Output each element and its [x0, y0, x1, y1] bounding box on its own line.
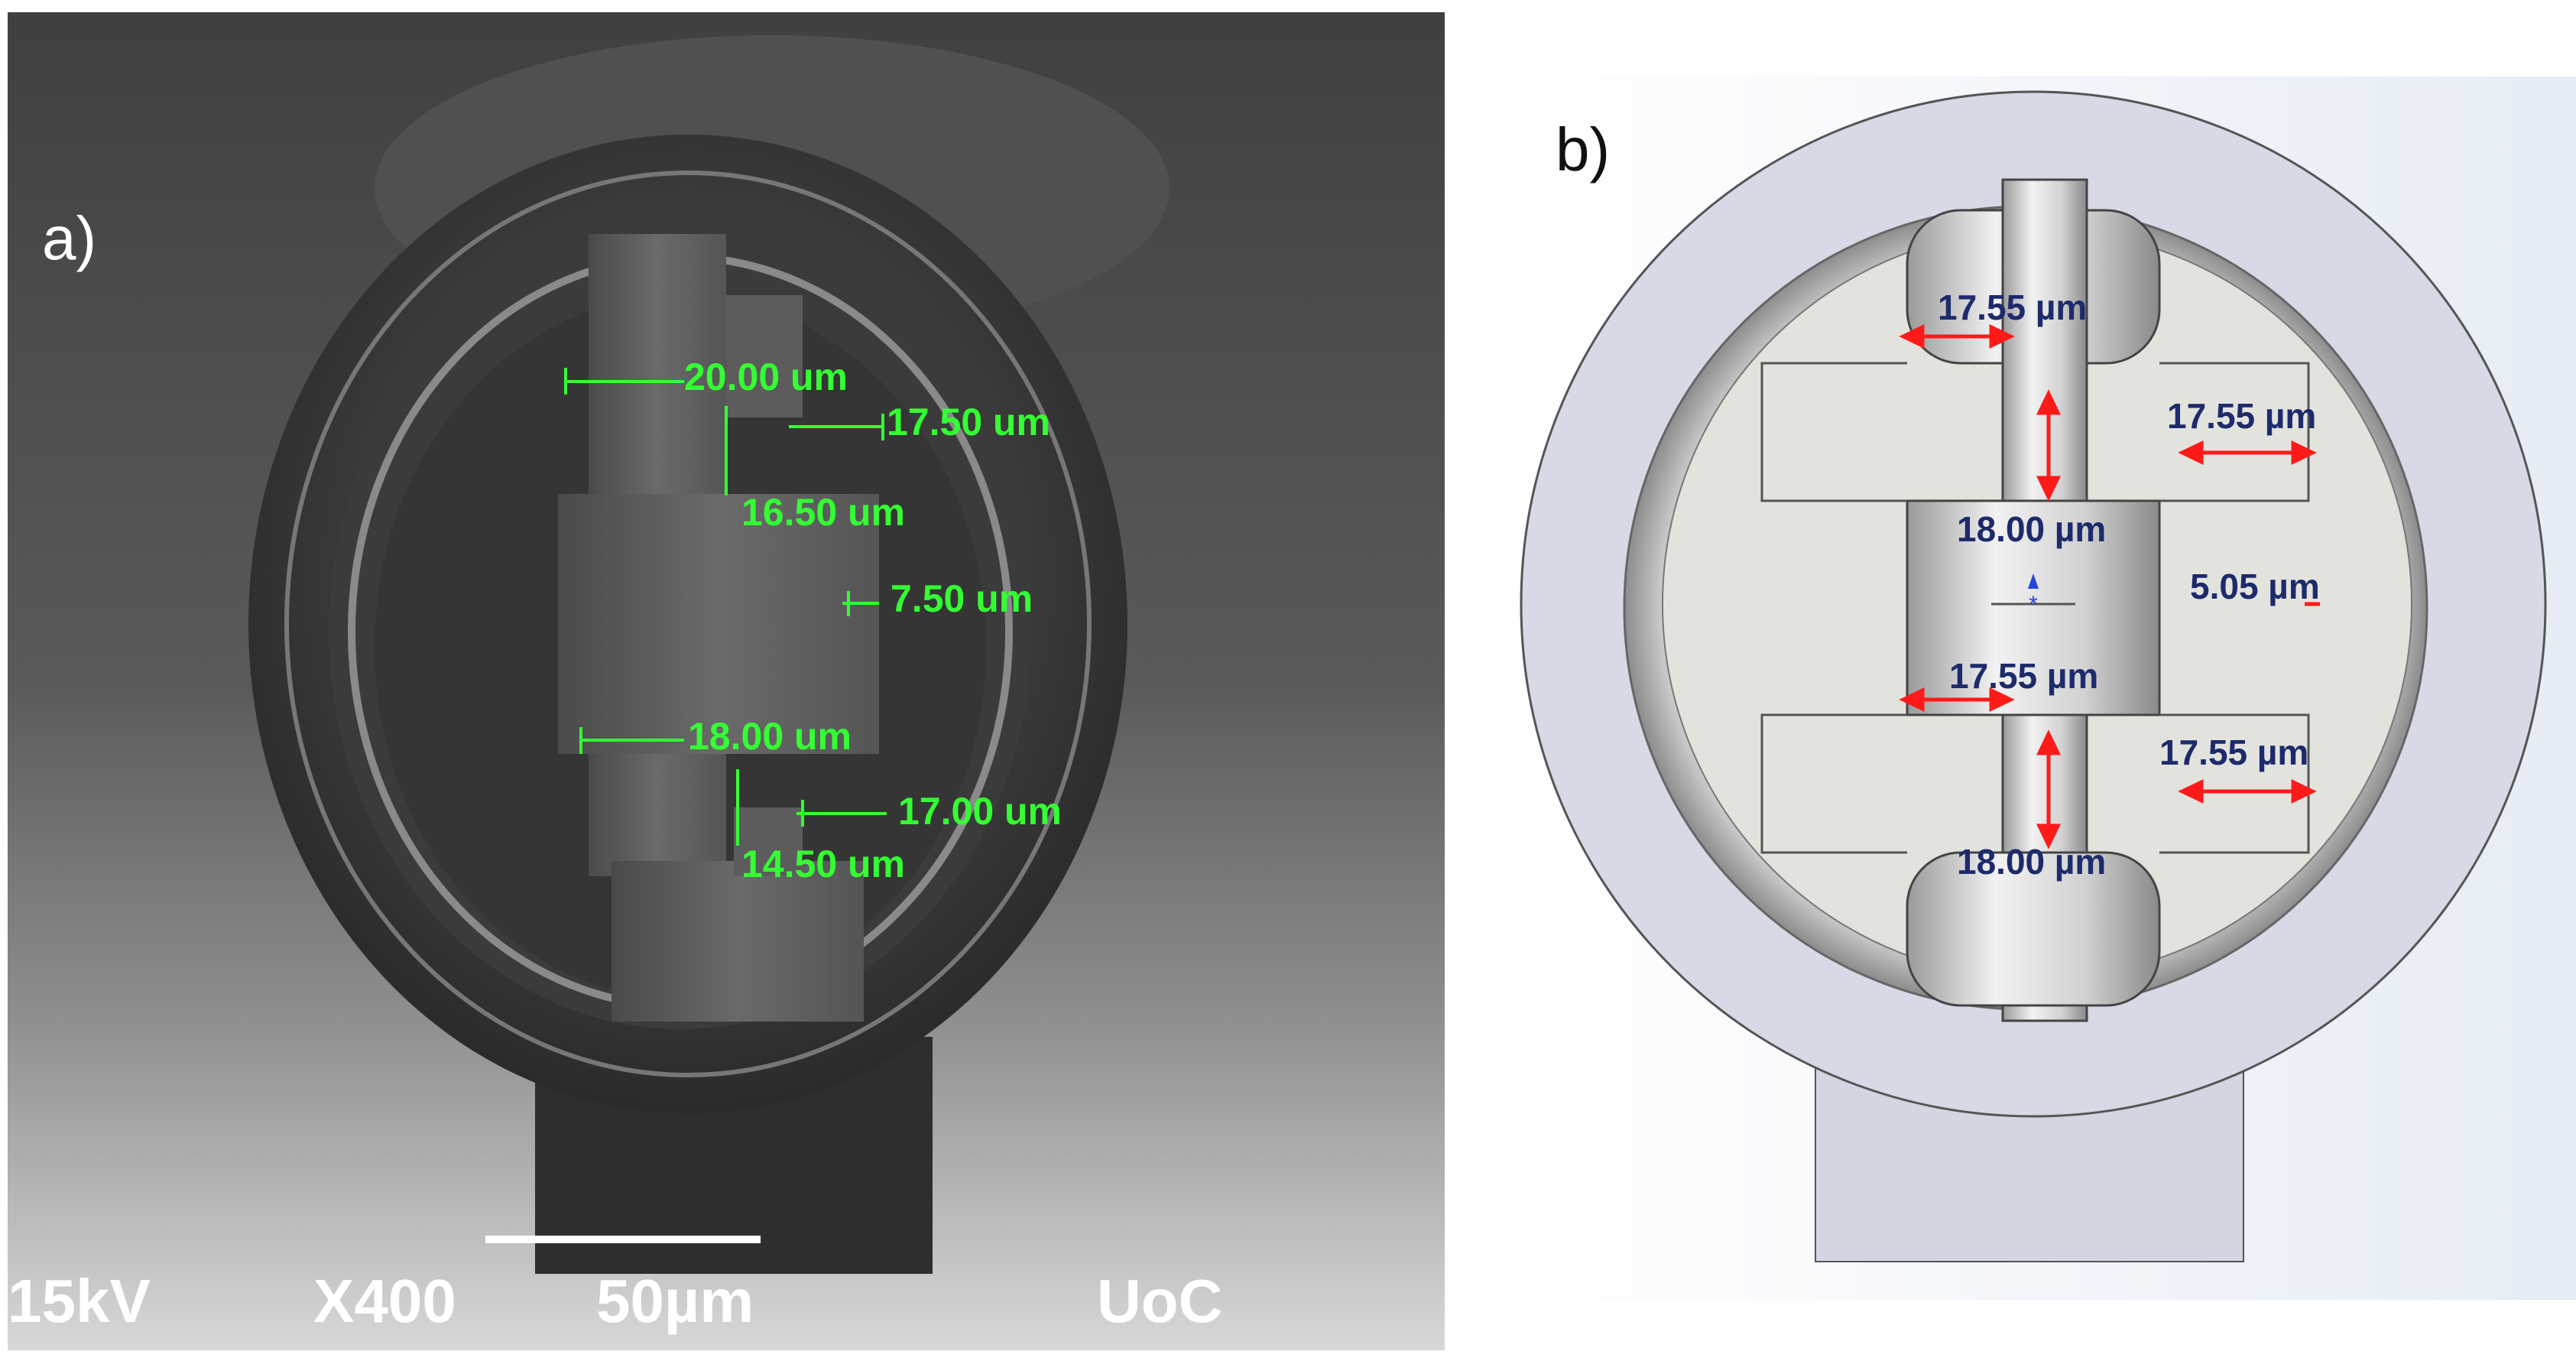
sem-org: UoC	[1097, 1267, 1223, 1335]
panel-a-tag: a)	[42, 204, 97, 272]
sem-measure-label: 17.00 um	[898, 790, 1063, 833]
cad-measure-label: 18.00 µm	[1957, 509, 2107, 549]
cad-measure-label: 17.55 µm	[1938, 287, 2088, 327]
cad-measure-label: 17.55 µm	[2159, 732, 2309, 772]
cad-measure-label: 17.55 µm	[1949, 656, 2099, 696]
cad-measure-label: 18.00 µm	[1957, 842, 2107, 882]
cad-model-panel: * b) 17.55 µm 17.55 µm 18.00 µm 5.05	[1510, 76, 2576, 1300]
scale-bar	[485, 1236, 761, 1243]
sem-measure-label: 18.00 um	[688, 715, 852, 758]
sem-measure-label: 14.50 um	[741, 843, 906, 885]
cad-drawing: *	[1510, 76, 2576, 1300]
sem-scale-label: 50µm	[596, 1267, 754, 1335]
sem-measure-label: 20.00 um	[684, 356, 848, 398]
cad-measure-label: 17.55 µm	[2167, 396, 2317, 436]
cad-measure-label: 5.05 µm	[2190, 567, 2320, 606]
sem-measure-label: 7.50 um	[891, 577, 1033, 620]
sem-measurement-lines	[564, 368, 887, 846]
panel-b-tag: b)	[1556, 115, 1611, 184]
sem-measure-label: 16.50 um	[741, 491, 906, 534]
sem-voltage: 15kV	[8, 1267, 151, 1335]
svg-text:*: *	[2029, 592, 2038, 617]
sem-measure-label: 17.50 um	[887, 401, 1051, 443]
sem-image-panel: a) 20.00 um 17.50 um 16.50 um 7.50 um 18…	[8, 12, 1445, 1350]
cad-dimension-arrows	[1899, 324, 2320, 849]
sem-magnification: X400	[313, 1267, 456, 1335]
sem-micrograph	[8, 12, 1445, 1350]
